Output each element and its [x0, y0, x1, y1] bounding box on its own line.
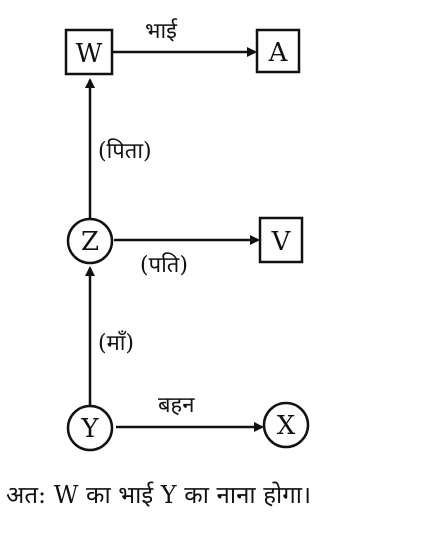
node-v: V [258, 216, 304, 264]
node-x: X [262, 401, 310, 449]
node-w-label: W [76, 39, 103, 69]
edge-label-father: (पिता) [98, 138, 152, 164]
edge-label-mother: (माँ) [98, 330, 134, 356]
edge-label-husband: (पति) [140, 252, 188, 278]
node-a-label: A [268, 38, 289, 68]
node-w: W [64, 28, 114, 76]
node-z: Z [66, 217, 114, 265]
node-v-label: V [271, 227, 292, 257]
node-y-label: Y [80, 414, 99, 444]
edge-label-sister: बहन [158, 393, 195, 418]
conclusion-text: अत: W का भाई Y का नाना होगा। [6, 481, 312, 509]
node-x-label: X [277, 411, 296, 441]
node-y: Y [66, 404, 114, 452]
edge-label-brother-top: भाई [145, 18, 178, 44]
node-z-label: Z [81, 227, 99, 257]
node-a: A [255, 28, 301, 74]
